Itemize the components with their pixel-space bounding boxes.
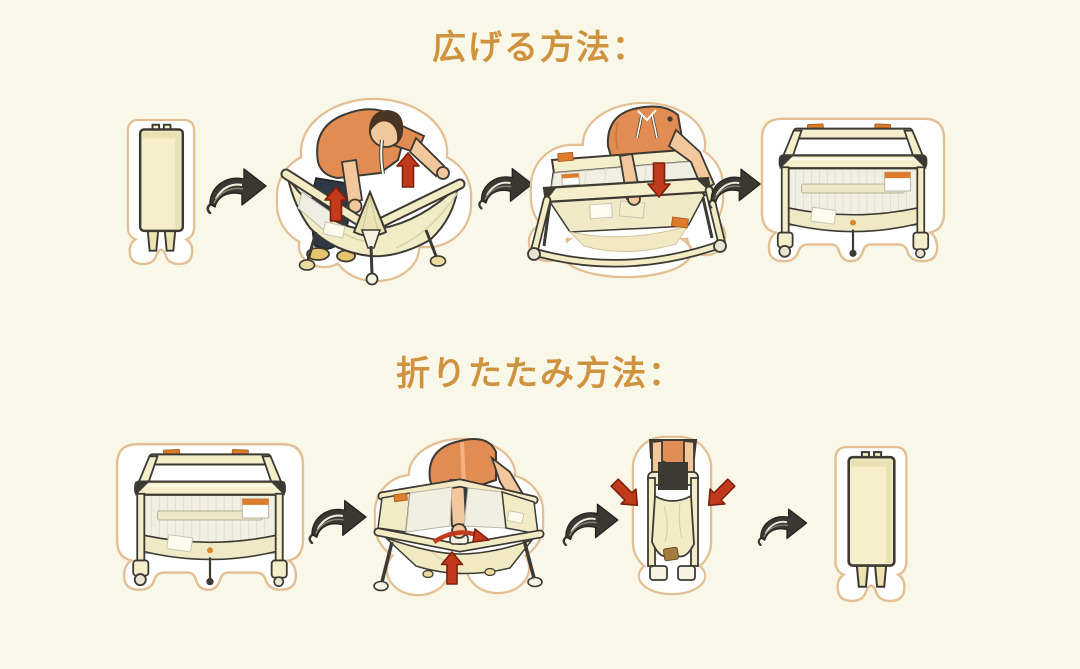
unfold-step1-folded-crib-illustration [125, 116, 197, 268]
red-up-arrow [440, 551, 464, 585]
red-rotate-arrow [432, 528, 490, 544]
fold-step3-squeeze-frame-illustration [606, 432, 738, 598]
red-down-arrow [647, 162, 671, 198]
unfold-section-title: 広げる方法： [432, 30, 648, 67]
fold-step1-assembled-crib-illustration [113, 436, 307, 598]
fold-step2-pull-handle-illustration [372, 436, 546, 600]
crib-splayed-frame [373, 478, 545, 592]
step-arrow-icon [706, 158, 762, 210]
red-up-arrow [324, 186, 348, 222]
red-up-arrow [396, 152, 420, 188]
step-arrow-icon [204, 158, 268, 214]
unfold-step4-assembled-crib-illustration [758, 110, 948, 270]
fold-step4-folded-crib-illustration [832, 444, 910, 604]
folded-bundle [647, 462, 699, 581]
red-inward-arrow [707, 478, 736, 507]
crib-v-frame [280, 168, 466, 286]
step-arrow-icon [753, 500, 811, 546]
step-arrow-icon [306, 490, 368, 544]
unfold-step3-press-floor-illustration [526, 102, 728, 282]
fold-section-title: 折りたたみ方法： [396, 356, 684, 393]
unfold-step2-lift-rails-illustration [266, 96, 480, 288]
red-inward-arrow [610, 478, 639, 507]
